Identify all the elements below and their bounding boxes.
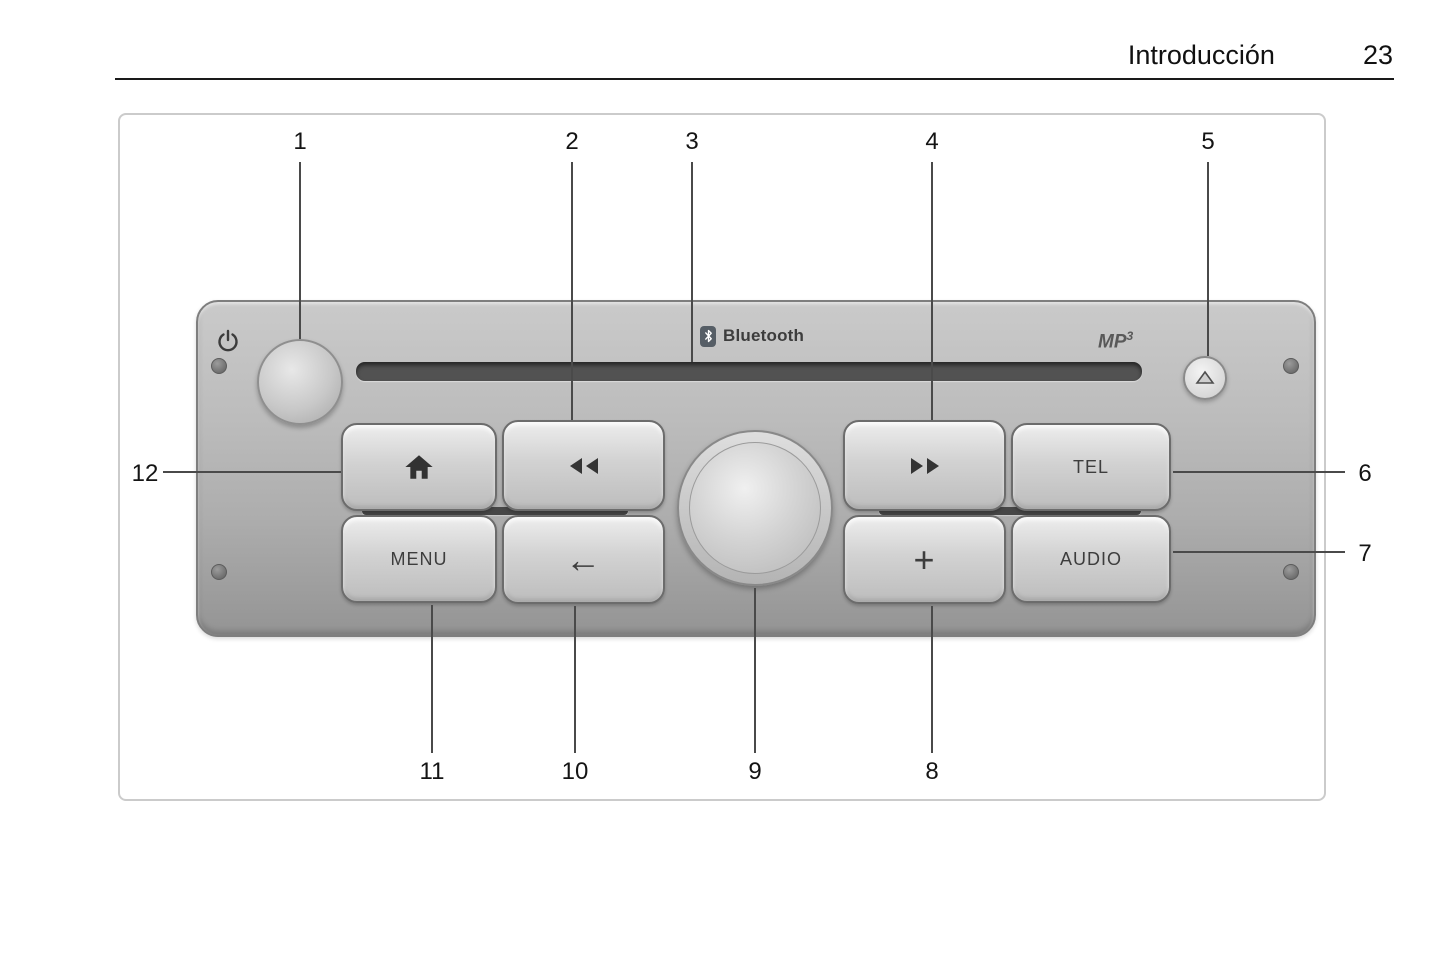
callout-line-10 (574, 606, 576, 753)
callout-12: 12 (131, 460, 159, 487)
callout-line-7 (1173, 551, 1345, 553)
callout-line-1 (299, 162, 301, 339)
callout-2: 2 (565, 128, 579, 155)
callout-line-2 (571, 162, 573, 420)
screw-top-left (211, 358, 227, 374)
tel-button-label: TEL (1072, 456, 1109, 477)
callout-10: 10 (561, 758, 589, 785)
button-groove-left (362, 507, 628, 515)
fast-forward-icon (910, 457, 939, 474)
callout-6: 6 (1358, 460, 1372, 487)
cd-slot (356, 362, 1142, 381)
screw-top-right (1283, 358, 1299, 374)
audio-button-label: AUDIO (1059, 548, 1122, 569)
screw-bottom-right (1283, 564, 1299, 580)
eject-icon (1195, 370, 1215, 384)
callout-4: 4 (925, 128, 939, 155)
callout-11: 11 (419, 758, 445, 785)
bluetooth-icon (700, 325, 716, 347)
page-title: Introducción (1127, 40, 1275, 70)
tel-button: TEL (1011, 423, 1171, 511)
home-button (341, 423, 497, 511)
menu-button: MENU (341, 515, 497, 603)
callout-9: 9 (748, 758, 762, 785)
mp3-label: MP3 (1098, 329, 1134, 353)
callout-line-9 (754, 588, 756, 753)
power-volume-knob (257, 339, 343, 425)
button-groove-right (879, 507, 1141, 515)
power-icon (216, 328, 240, 359)
callout-line-12 (163, 471, 341, 473)
callout-line-5 (1207, 162, 1209, 356)
header-rule (115, 78, 1394, 80)
rewind-icon (569, 457, 598, 474)
page-number: 23 (1362, 40, 1393, 70)
back-arrow-icon: ← (565, 538, 602, 580)
central-rotary-knob (677, 430, 833, 586)
bluetooth-logo: Bluetooth (700, 324, 804, 348)
callout-5: 5 (1201, 128, 1215, 155)
screw-bottom-left (211, 564, 227, 580)
plus-icon: + (913, 538, 936, 580)
callout-line-6 (1173, 471, 1345, 473)
home-icon (405, 455, 433, 479)
audio-button: AUDIO (1011, 515, 1171, 603)
callout-line-11 (431, 605, 433, 753)
callout-3: 3 (685, 128, 699, 155)
menu-button-label: MENU (390, 548, 448, 569)
back-button: ← (502, 515, 665, 604)
callout-7: 7 (1358, 540, 1372, 567)
callout-line-3 (691, 162, 693, 362)
eject-button (1183, 356, 1227, 400)
volume-plus-button: + (843, 515, 1006, 604)
bluetooth-label: Bluetooth (723, 326, 805, 345)
rewind-button (502, 420, 665, 511)
fast-forward-button (843, 420, 1006, 511)
callout-line-4 (931, 162, 933, 420)
callout-8: 8 (925, 758, 939, 785)
callout-line-8 (931, 606, 933, 753)
callout-1: 1 (293, 128, 307, 155)
page-header: Introducción 23 (115, 40, 1393, 71)
central-knob-face (689, 442, 821, 574)
